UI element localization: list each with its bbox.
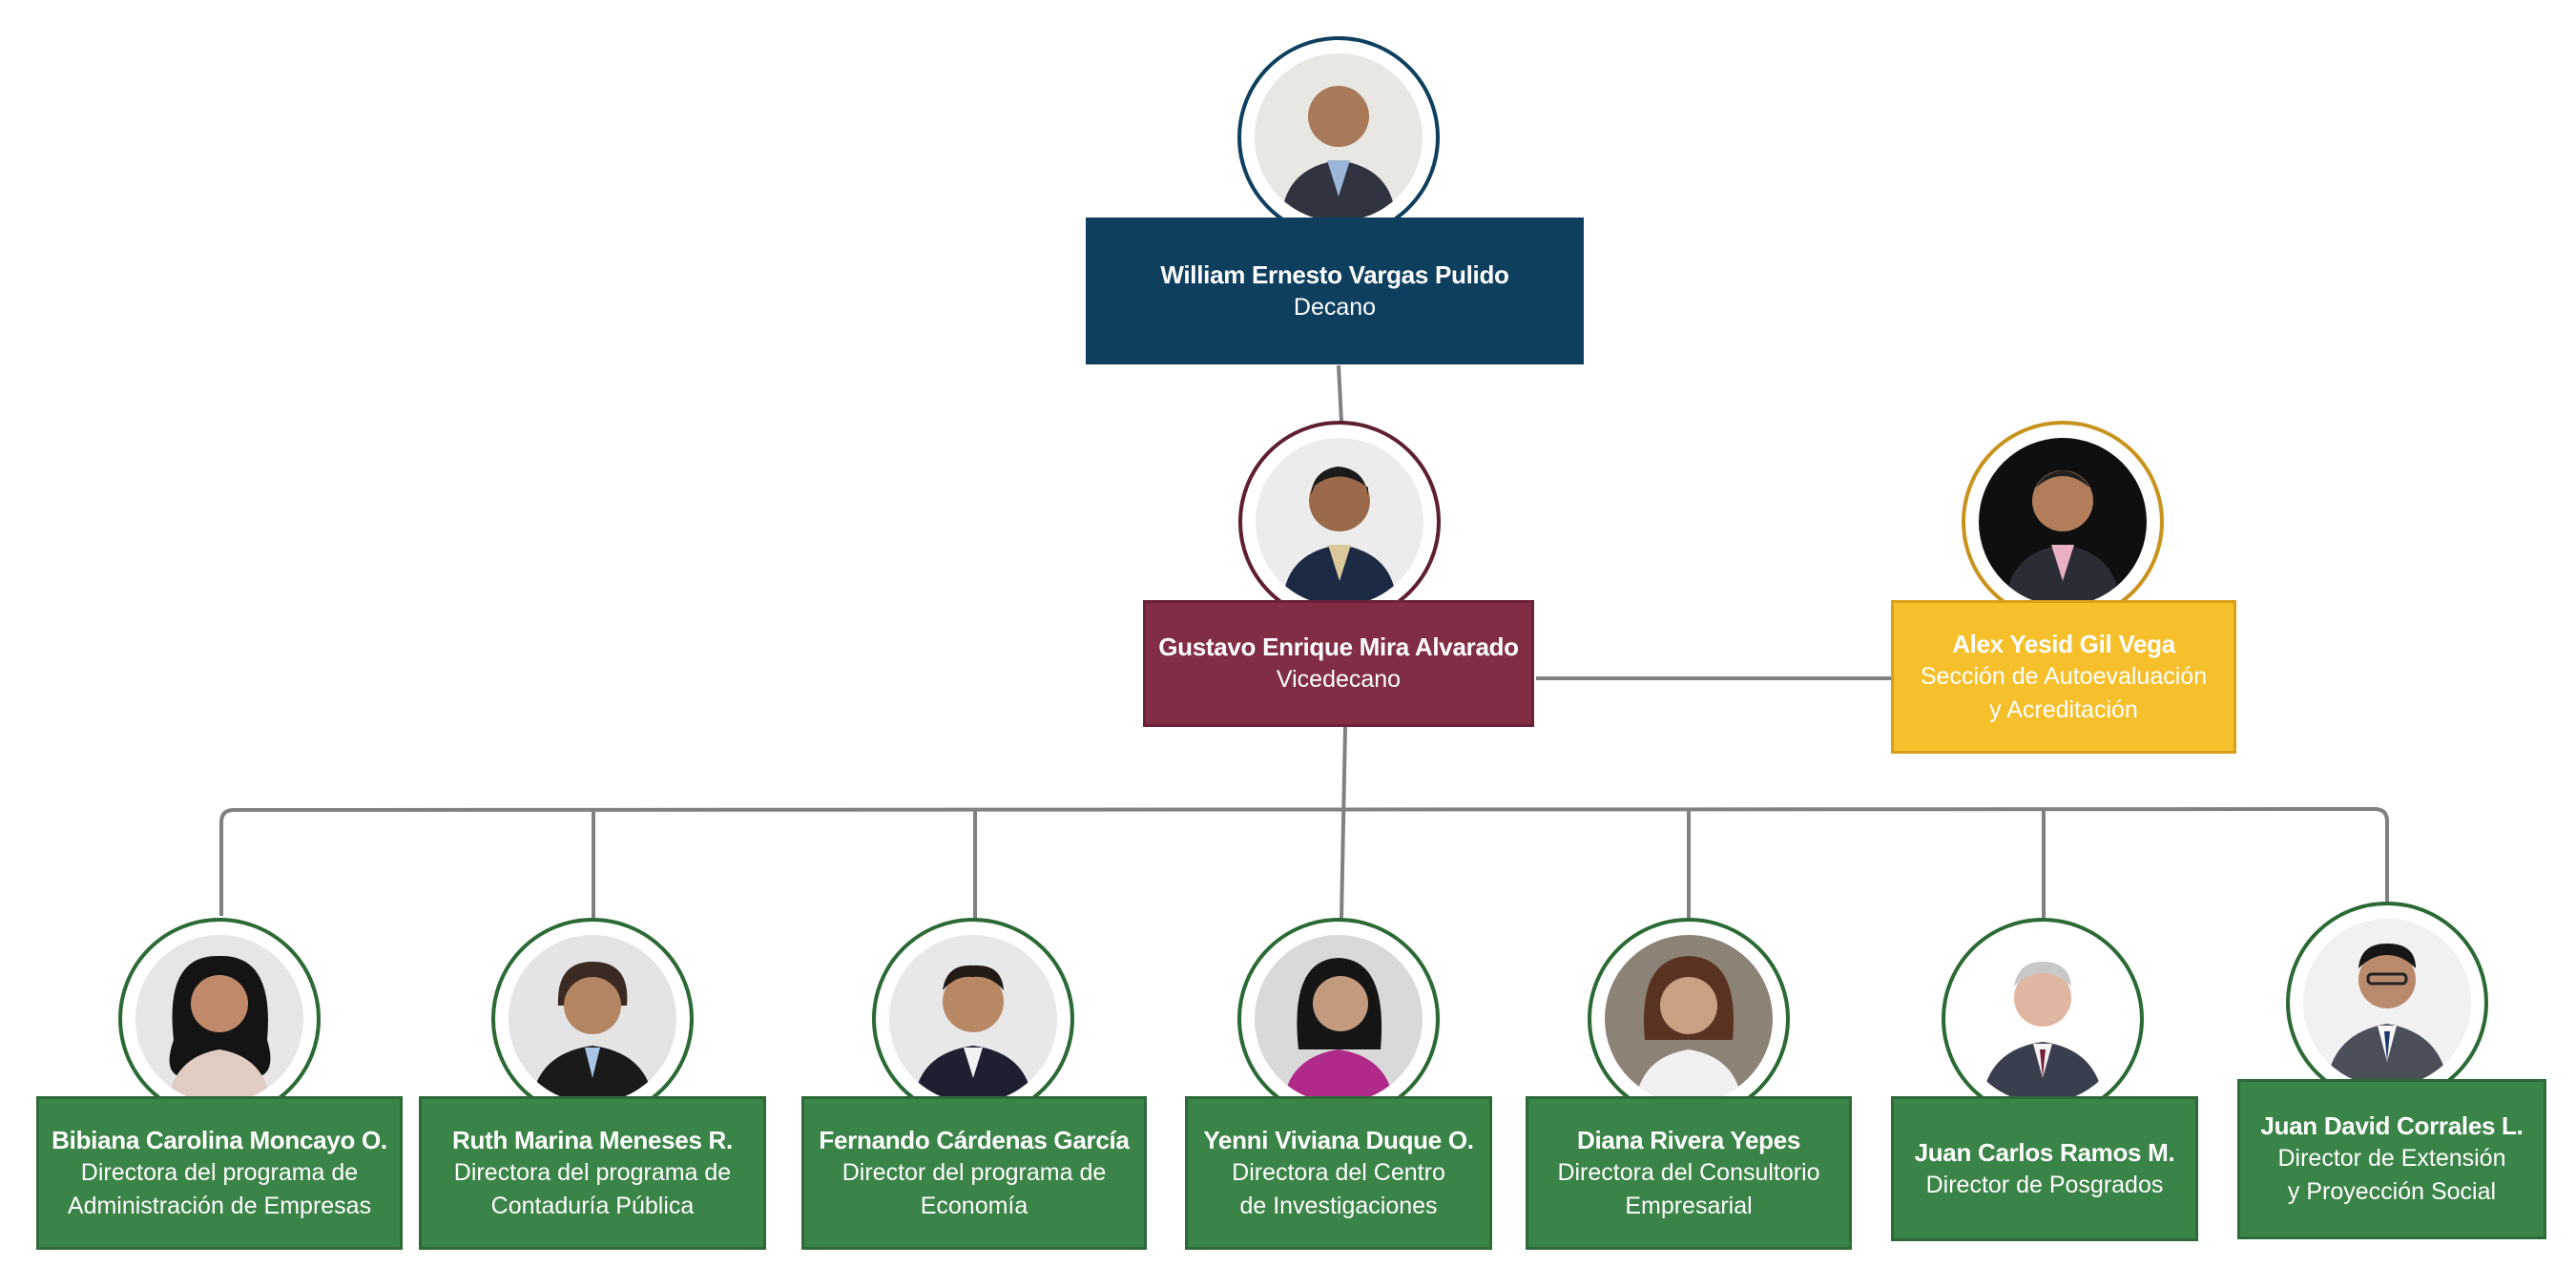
director-name-6: Juan Carlos Ramos M. — [1914, 1137, 2175, 1167]
director-name-5: Diana Rivera Yepes — [1576, 1125, 1801, 1154]
director-box-5: Diana Rivera Yepes Directora del Consult… — [1526, 1096, 1852, 1250]
director-role-2-line2: Contaduría Pública — [490, 1192, 695, 1219]
vicedean-branch-trunk — [1340, 726, 1347, 919]
director-name-4: Yenni Viviana Duque O. — [1203, 1125, 1474, 1154]
director-role-7-line2: y Proyección Social — [2287, 1178, 2497, 1205]
director-role-4-line1: Directora del Centro — [1232, 1158, 1445, 1186]
director-portrait-2 — [509, 935, 676, 1103]
director-portrait-3 — [889, 935, 1057, 1103]
director-role-2-line1: Directora del programa de — [453, 1158, 732, 1186]
director-photo-1 — [118, 918, 321, 1120]
dean-photo — [1237, 36, 1440, 239]
director-portrait-1 — [135, 935, 303, 1103]
director-role-4-line2: de Investigaciones — [1239, 1192, 1438, 1219]
director-name-3: Fernando Cárdenas García — [819, 1125, 1130, 1154]
vicedean-name: Gustavo Enrique Mira Alvarado — [1158, 633, 1519, 661]
director-role-5-line2: Empresarial — [1625, 1192, 1753, 1219]
director-photo-7 — [2286, 902, 2488, 1104]
director-role-3-line1: Director del programa de — [841, 1158, 1107, 1186]
directors-branch-bar — [219, 806, 2389, 916]
dean-role: Decano — [1293, 293, 1377, 321]
dean-name: William Ernesto Vargas Pulido — [1160, 259, 1509, 289]
director-box-1: Bibiana Carolina Moncayo O. Directora de… — [36, 1096, 403, 1250]
director-portrait-5 — [1605, 935, 1773, 1103]
director-role-6-line1: Director de Posgrados — [1925, 1171, 2164, 1198]
director-photo-6 — [1942, 918, 2144, 1120]
director-portrait-4 — [1255, 935, 1423, 1103]
vicedean-role: Vicedecano — [1276, 666, 1402, 693]
director-photo-4 — [1237, 918, 1440, 1120]
director-photo-2 — [491, 918, 694, 1120]
accreditation-role-line1: Sección de Autoevaluación — [1920, 662, 2208, 690]
director-portrait-6 — [1959, 935, 2127, 1103]
director-box-6: Juan Carlos Ramos M. Director de Posgrad… — [1891, 1096, 2198, 1241]
vicedean-photo — [1238, 421, 1441, 623]
director-photo-5 — [1588, 918, 1790, 1120]
director-photo-3 — [872, 918, 1074, 1120]
director-role-1-line2: Administración de Empresas — [67, 1192, 372, 1219]
dean-box: William Ernesto Vargas Pulido Decano — [1086, 218, 1584, 364]
accreditation-photo — [1962, 421, 2164, 623]
director-role-1-line1: Directora del programa de — [80, 1158, 359, 1186]
director-portrait-7 — [2303, 919, 2471, 1087]
director-name-2: Ruth Marina Meneses R. — [452, 1125, 733, 1154]
director-name-1: Bibiana Carolina Moncayo O. — [52, 1125, 387, 1154]
director-box-3: Fernando Cárdenas García Director del pr… — [801, 1096, 1147, 1250]
director-role-3-line2: Economía — [920, 1192, 1028, 1219]
vicedean-box: Gustavo Enrique Mira Alvarado Vicedecano — [1143, 600, 1534, 727]
accreditation-role-line2: y Acreditación — [1989, 695, 2138, 723]
dean-vicedean-connector — [1337, 364, 1343, 423]
director-role-5-line1: Directora del Consultorio — [1557, 1158, 1820, 1186]
accreditation-portrait — [1979, 438, 2147, 606]
accreditation-name: Alex Yesid Gil Vega — [1952, 629, 2175, 658]
director-box-7: Juan David Corrales L. Director de Exten… — [2237, 1079, 2546, 1239]
director-name-7: Juan David Corrales L. — [2260, 1111, 2524, 1140]
accreditation-box: Alex Yesid Gil Vega Sección de Autoevalu… — [1891, 600, 2236, 754]
director-role-7-line1: Director de Extensión — [2277, 1145, 2506, 1172]
director-box-2: Ruth Marina Meneses R. Directora del pro… — [419, 1096, 766, 1250]
vicedean-portrait — [1256, 438, 1423, 606]
director-box-4: Yenni Viviana Duque O. Directora del Cen… — [1185, 1096, 1492, 1250]
dean-portrait — [1255, 53, 1423, 221]
